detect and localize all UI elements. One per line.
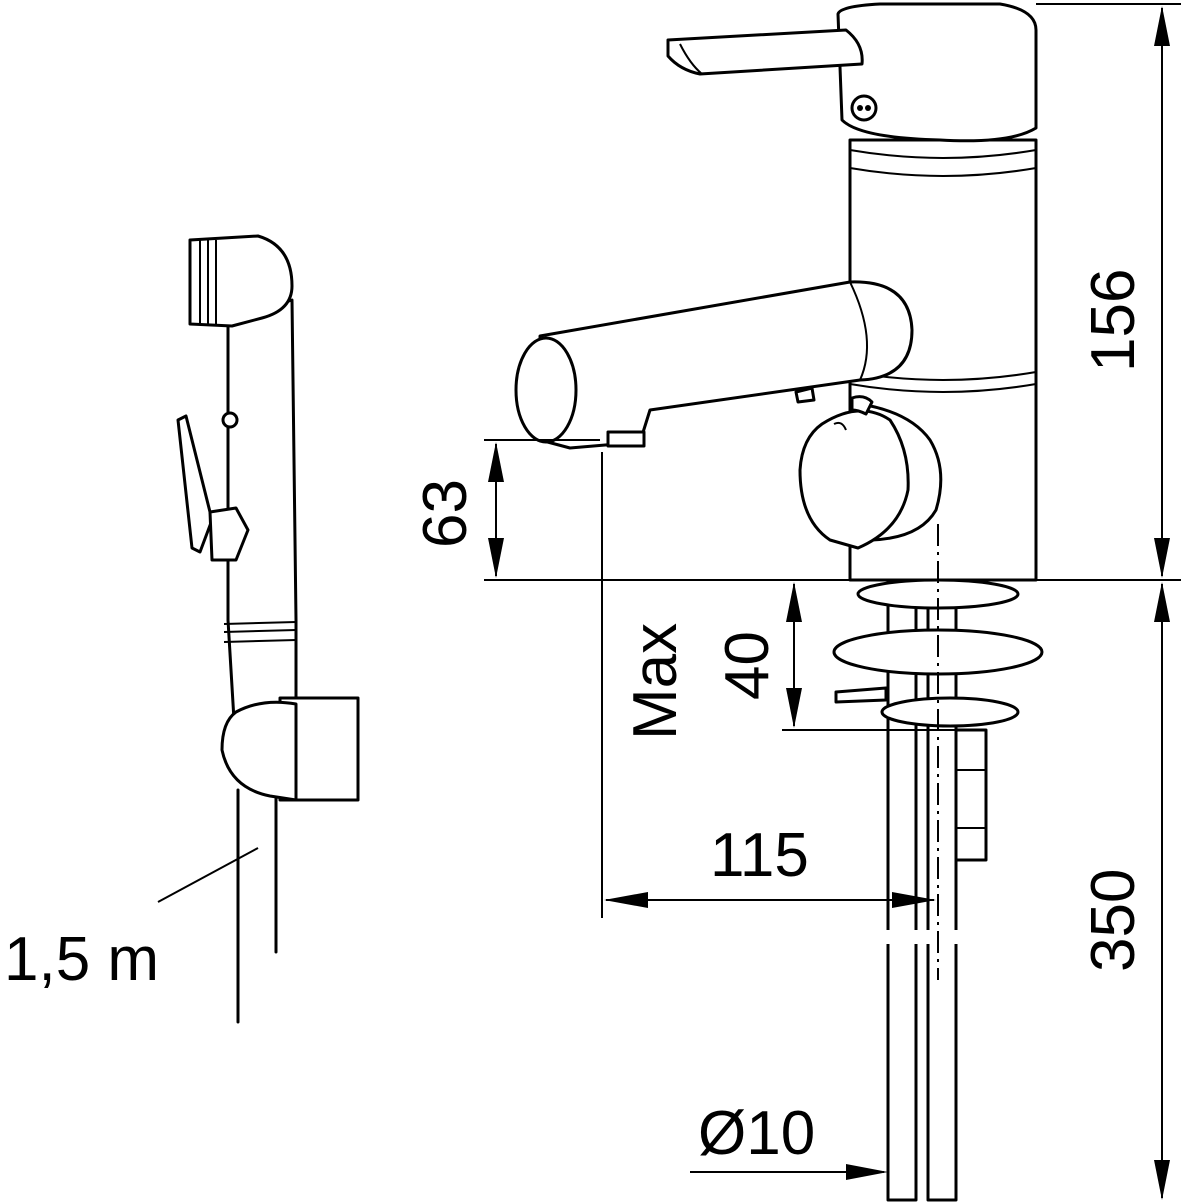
dim-max-label: Max bbox=[621, 623, 690, 740]
shower-head bbox=[188, 234, 294, 328]
lever-screw bbox=[850, 94, 878, 122]
hand-shower: 1,5 m bbox=[4, 234, 360, 1024]
shower-hose-length-label: 1,5 m bbox=[4, 925, 159, 994]
dimension-lines: 156 350 63 Max 40 115 Ø10 bbox=[411, 3, 1181, 1200]
lever-base bbox=[836, 2, 1038, 143]
aerator bbox=[606, 430, 646, 448]
hose-connector bbox=[954, 728, 988, 862]
supply-pipe-left bbox=[886, 578, 918, 1202]
dim-diameter: Ø10 bbox=[698, 1099, 815, 1168]
spout-end bbox=[514, 336, 578, 444]
holder-cradle bbox=[220, 700, 298, 802]
dim-115: 115 bbox=[710, 821, 809, 890]
shower-trigger bbox=[176, 414, 214, 554]
diverter-knob bbox=[798, 409, 910, 550]
dim-350: 350 bbox=[1079, 869, 1148, 972]
lever-arm bbox=[666, 28, 864, 76]
dim-63: 63 bbox=[411, 479, 480, 548]
washer-bottom bbox=[880, 696, 1020, 728]
dim-156: 156 bbox=[1079, 269, 1148, 372]
faucet bbox=[514, 2, 1044, 1202]
dim-40: 40 bbox=[713, 631, 782, 700]
